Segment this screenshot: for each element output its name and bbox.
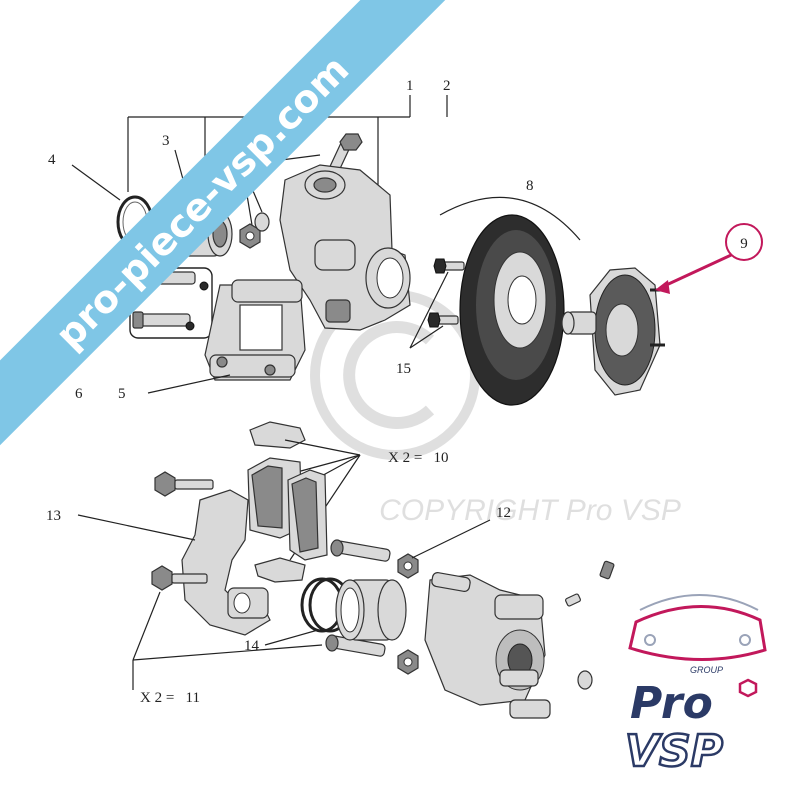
highlight-label: 9 — [740, 236, 748, 252]
leader-4 — [71, 164, 121, 201]
callout-6: 6 — [75, 386, 83, 402]
callout-12: 12 — [496, 505, 511, 521]
guide-pins — [325, 539, 391, 657]
caliper-carrier — [181, 489, 271, 636]
nuts-washers — [239, 212, 270, 249]
caliper-lower — [424, 571, 551, 719]
callout-15: 15 — [396, 361, 411, 377]
bushings — [397, 519, 491, 675]
disc-bolts — [409, 258, 465, 349]
carrier-bolts — [151, 471, 214, 591]
pad-clips — [249, 421, 361, 583]
callout-2: 2 — [443, 78, 451, 94]
logo-line1: Pro — [630, 678, 713, 729]
logo-group-text: GROUP — [690, 665, 723, 675]
leader-11 — [132, 591, 323, 690]
brake-disc — [439, 196, 581, 406]
brake-pads — [247, 457, 328, 561]
callout-labels: 1 2 3 4 5 6 8 X 2 = 10 X 2 = 11 12 13 14… — [46, 78, 534, 706]
caliper-upper — [204, 279, 306, 381]
copyright-watermark-text: COPYRIGHT Pro VSP — [379, 494, 681, 527]
leader-14 — [264, 629, 319, 646]
callout-1: 1 — [406, 78, 414, 94]
callout-14: 14 — [244, 638, 260, 654]
bleed-screws — [565, 560, 615, 690]
logo-line2: VSP — [625, 726, 723, 777]
callout-13: 13 — [46, 508, 61, 524]
provsp-logo: GROUP Pro VSP — [624, 594, 767, 778]
callout-3: 3 — [162, 133, 170, 149]
callout-4: 4 — [48, 152, 56, 168]
callout-11: X 2 = 11 — [140, 690, 200, 706]
highlight-callout-9: 9 — [655, 223, 763, 294]
leader-13 — [77, 514, 196, 541]
wheel-hub — [561, 267, 665, 396]
steering-knuckle — [279, 164, 411, 331]
callout-5: 5 — [118, 386, 126, 402]
callout-10: X 2 = 10 — [388, 450, 449, 466]
logo-hex-icon — [738, 678, 758, 698]
callout-8: 8 — [526, 178, 534, 194]
piston-seals — [300, 577, 407, 641]
leader-5 — [147, 374, 231, 394]
